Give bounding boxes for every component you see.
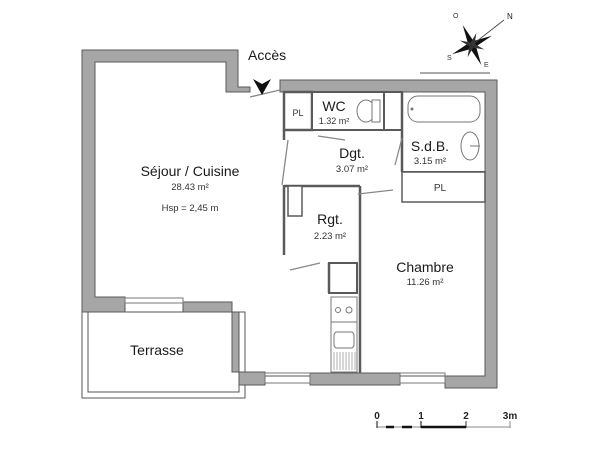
entrance-label: Accès xyxy=(248,47,286,63)
room-name-dgt: Dgt. xyxy=(339,145,365,161)
interior-walls xyxy=(282,90,486,373)
room-area-sejour: 28.43 m² xyxy=(171,182,209,193)
compass-west: O xyxy=(453,13,459,20)
room-area-wc: 1.32 m² xyxy=(319,116,350,126)
closet-label-left: PL xyxy=(292,108,303,118)
room-area-sdb: 3.15 m² xyxy=(414,156,446,167)
ceiling-height-note: Hsp = 2,45 m xyxy=(162,203,219,214)
compass-north: N xyxy=(507,12,513,21)
room-area-rgt: 2.23 m² xyxy=(314,231,346,242)
scale-tick-1: 1 xyxy=(418,411,424,422)
doors xyxy=(249,89,403,271)
scale-tick-0: 0 xyxy=(374,411,380,422)
room-name-chambre: Chambre xyxy=(396,259,454,275)
room-area-dgt: 3.07 m² xyxy=(336,164,368,175)
scale-tick-3: 3m xyxy=(503,411,518,422)
compass-east: E xyxy=(484,62,489,69)
stove-icon xyxy=(330,296,358,323)
room-name-sdb: S.d.B. xyxy=(411,138,449,154)
compass-rose-icon: N O S E xyxy=(447,12,513,69)
fixtures xyxy=(330,95,481,373)
room-name-terrasse: Terrasse xyxy=(130,342,184,358)
scale-bar: 0 1 2 3m xyxy=(374,411,518,429)
closet-label-right: PL xyxy=(434,183,447,194)
scale-tick-2: 2 xyxy=(463,411,469,422)
room-name-wc: WC xyxy=(322,98,345,114)
entrance-arrow-icon xyxy=(253,79,271,95)
bathtub-icon xyxy=(407,95,481,123)
room-name-sejour: Séjour / Cuisine xyxy=(141,163,240,179)
windows xyxy=(124,297,446,384)
compass-south: S xyxy=(447,55,452,62)
room-area-chambre: 11.26 m² xyxy=(407,277,444,288)
room-name-rgt: Rgt. xyxy=(317,211,343,227)
